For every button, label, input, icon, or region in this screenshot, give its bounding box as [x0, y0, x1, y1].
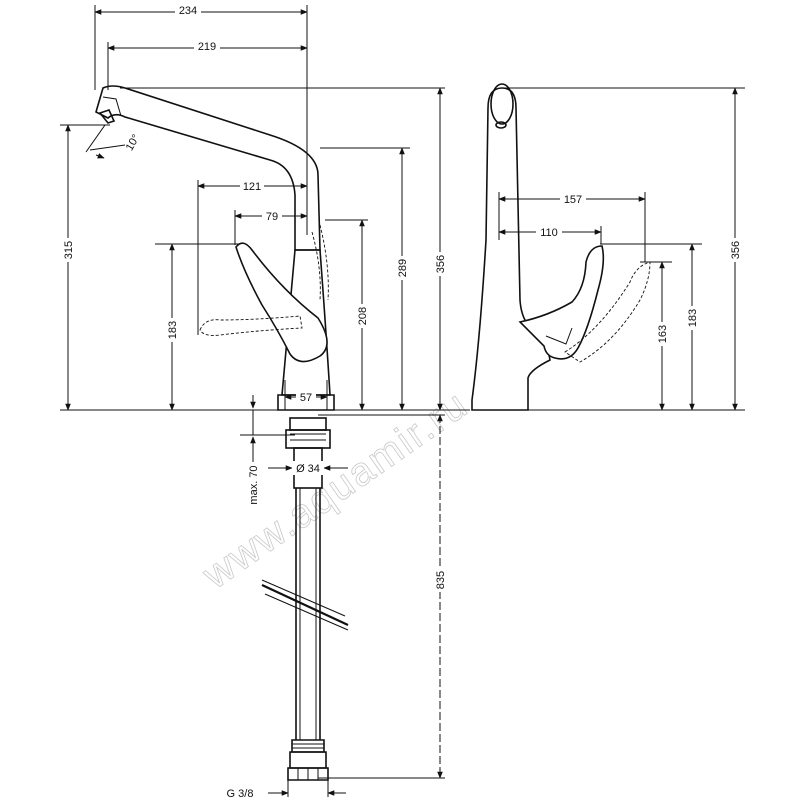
- side-lever: [518, 245, 605, 360]
- watermark: www.aquamir.ru: [194, 382, 477, 599]
- dim-183-front: 183: [167, 321, 179, 339]
- dim-315: 315: [63, 241, 75, 259]
- side-dim-110: 110: [540, 227, 558, 239]
- side-extension-lines: [480, 87, 745, 411]
- lever-handle: [235, 242, 328, 363]
- dim-234: 234: [179, 5, 197, 17]
- front-view: 234 219 10° 121 79 315 183: [60, 4, 470, 800]
- dim-219: 219: [198, 41, 216, 53]
- watermark-text: www.aquamir.ru: [194, 382, 476, 598]
- dim-dia-34: Ø 34: [296, 463, 320, 475]
- lever-open-position: [199, 315, 303, 336]
- dim-max-70: max. 70: [248, 465, 260, 504]
- side-dim-163: 163: [657, 325, 669, 343]
- front-extension-lines: [60, 5, 470, 779]
- side-dim-157: 157: [564, 194, 582, 206]
- spout-outline: [95, 85, 321, 251]
- side-view: 157 110 163 183 356: [471, 83, 745, 411]
- side-dimensions: 157 110 163 183 356: [498, 87, 743, 411]
- front-dimensions: 234 219 10° 121 79 315 183: [60, 4, 448, 800]
- dim-289: 289: [397, 259, 409, 277]
- side-lever-open-position: [564, 261, 651, 363]
- side-body: [471, 87, 551, 411]
- dim-79: 79: [266, 211, 278, 223]
- dim-121: 121: [243, 181, 261, 193]
- dim-208: 208: [357, 307, 369, 325]
- supply-hose: [261, 488, 349, 781]
- side-dim-183: 183: [687, 309, 699, 327]
- side-dim-356: 356: [730, 241, 742, 259]
- dim-angle: 10°: [124, 133, 143, 153]
- dim-g38: G 3/8: [227, 788, 254, 800]
- mounting-shank: [285, 417, 331, 489]
- dim-835: 835: [435, 571, 447, 589]
- dim-356-front: 356: [435, 255, 447, 273]
- dim-57: 57: [300, 392, 312, 404]
